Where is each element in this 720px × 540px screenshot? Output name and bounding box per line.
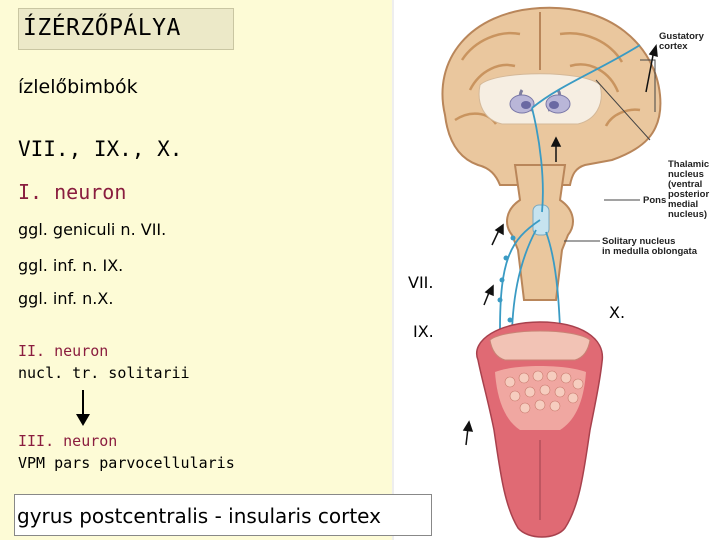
ganglion-vii: ggl. geniculi n. VII. (18, 220, 166, 239)
neuron-2-nucleus: nucl. tr. solitarii (18, 364, 190, 382)
neuron-1-label: I. neuron (18, 180, 126, 204)
ganglion-x: ggl. inf. n.X. (18, 289, 113, 308)
nerve-x-text: X. (609, 303, 625, 322)
neuron-2-label: II. neuron (18, 342, 108, 360)
receptor-text: ízlelőbimbók (18, 76, 138, 98)
neuron-3-nucleus: VPM pars parvocellularis (18, 454, 235, 472)
nerve-x-label: X. (596, 298, 644, 328)
thalamic-nucleus-annotation: Thalamic nucleus (ventral posterior medi… (668, 160, 709, 220)
ganglion-ix: ggl. inf. n. IX. (18, 256, 123, 275)
cortex-footer-box: gyrus postcentralis - insularis cortex (14, 494, 432, 536)
page-title: ÍZÉRZŐPÁLYA (23, 15, 181, 41)
nerve-ix-label: IX. (400, 318, 456, 348)
title-box: ÍZÉRZŐPÁLYA (18, 8, 234, 50)
pons-annotation: Pons (643, 196, 666, 206)
neuron-3-label: III. neuron (18, 432, 117, 450)
nerve-vii-label: VII. (396, 268, 456, 298)
gustatory-cortex-annotation: Gustatory cortex (659, 32, 704, 52)
cortex-footer-text: gyrus postcentralis - insularis cortex (17, 504, 381, 528)
nerve-ix-text: IX. (413, 322, 434, 341)
nerve-vii-text: VII. (408, 273, 433, 292)
down-arrow (72, 390, 94, 428)
solitary-nucleus-annotation: Solitary nucleus in medulla oblongata (602, 237, 697, 257)
nerves-text: VII., IX., X. (18, 137, 182, 161)
